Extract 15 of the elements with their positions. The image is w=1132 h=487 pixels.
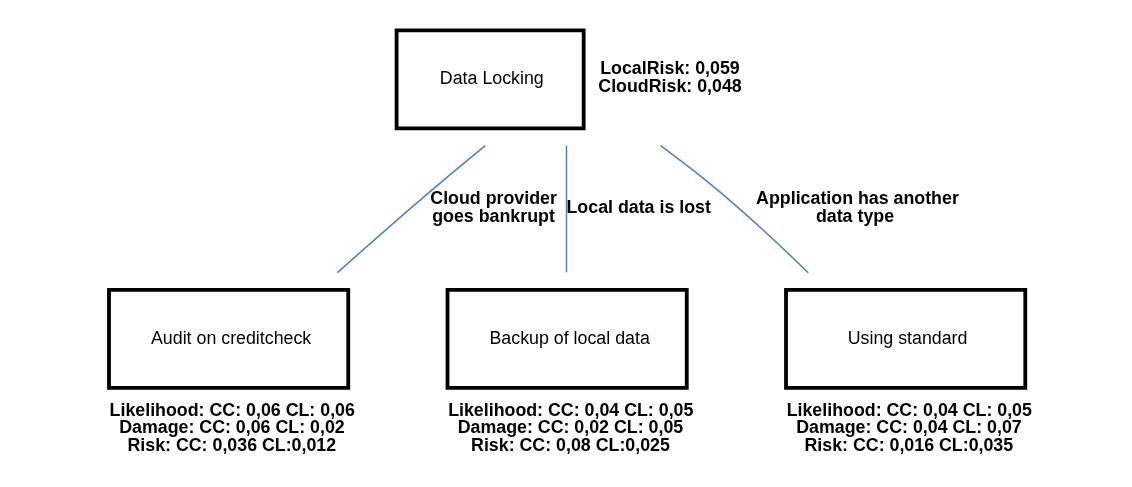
- node-label: Likelihood: CC: 0,04 CL: 0,05: [447, 399, 693, 420]
- node-label: CloudRisk: 0,048: [597, 76, 742, 97]
- node-box: Backup of local data: [445, 288, 689, 390]
- node-label: LocalRisk: 0,059: [599, 58, 740, 79]
- node-label: Likelihood: CC: 0,06 CL: 0,06: [109, 399, 355, 420]
- node-box: Using standard: [783, 288, 1027, 390]
- node-label: Likelihood: CC: 0,04 CL: 0,05: [786, 399, 1032, 420]
- edge-label: Local data is lost: [566, 196, 711, 217]
- edge-label: Application has another data type: [755, 188, 959, 227]
- connector: [659, 144, 809, 274]
- node-box: Data Locking: [394, 28, 586, 131]
- connector: [565, 144, 567, 274]
- edge-label: Cloud provider goes bankrupt: [429, 188, 557, 227]
- connector: [336, 144, 486, 274]
- node-box: Audit on creditcheck: [106, 288, 350, 390]
